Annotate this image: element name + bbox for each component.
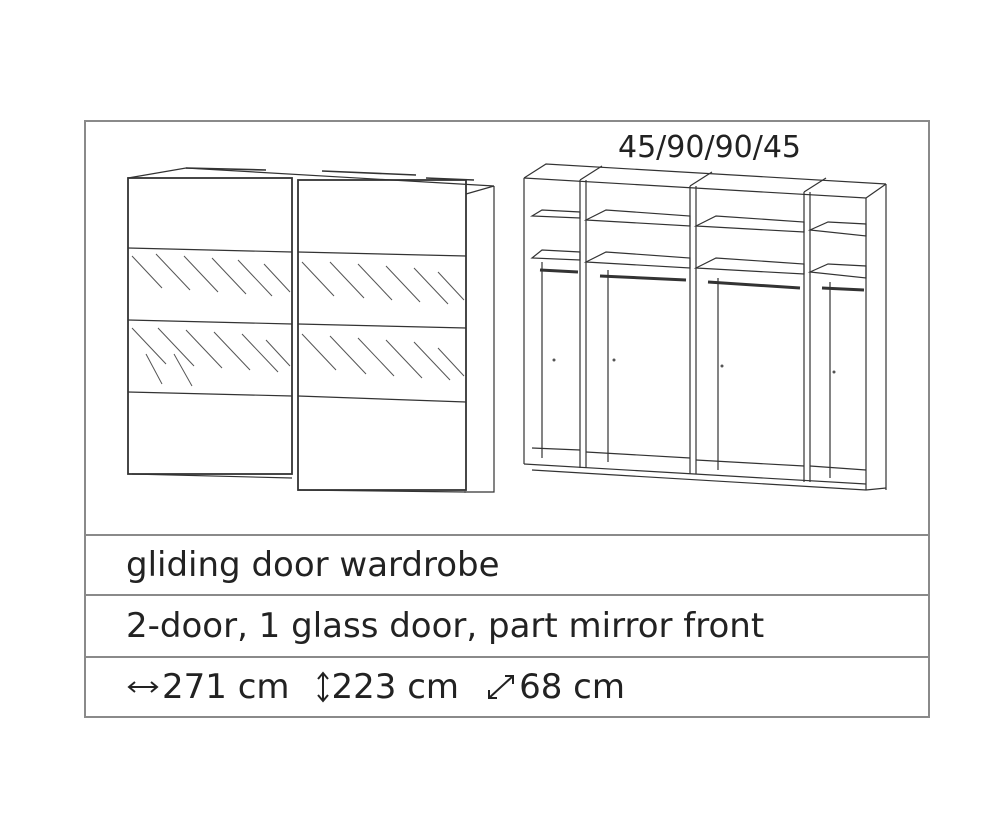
height-arrow-icon [316, 671, 329, 703]
depth-value: 68 cm [519, 667, 625, 707]
width-value: 271 cm [162, 667, 290, 707]
product-title: gliding door wardrobe [126, 545, 500, 585]
open-wardrobe [523, 163, 887, 491]
closed-wardrobe [127, 167, 495, 493]
interior-widths-label: 45/90/90/45 [618, 130, 802, 165]
product-description: 2-door, 1 glass door, part mirror front [126, 606, 765, 646]
product-description-row: 2-door, 1 glass door, part mirror front [86, 594, 928, 656]
depth-dimension: 68 cm [485, 667, 625, 707]
wardrobe-drawing [127, 163, 887, 493]
dimensions-row: 271 cm 223 cm 68 cm [86, 656, 928, 716]
depth-arrow-icon [488, 675, 515, 699]
height-value: 223 cm [331, 667, 460, 707]
product-card: 45/90/90/45 gliding door wardrobe 2-door… [84, 120, 930, 718]
width-dimension: 271 cm [126, 667, 290, 707]
product-title-row: gliding door wardrobe [86, 534, 928, 594]
width-arrow-icon [127, 681, 159, 693]
height-dimension: 223 cm [316, 667, 460, 707]
